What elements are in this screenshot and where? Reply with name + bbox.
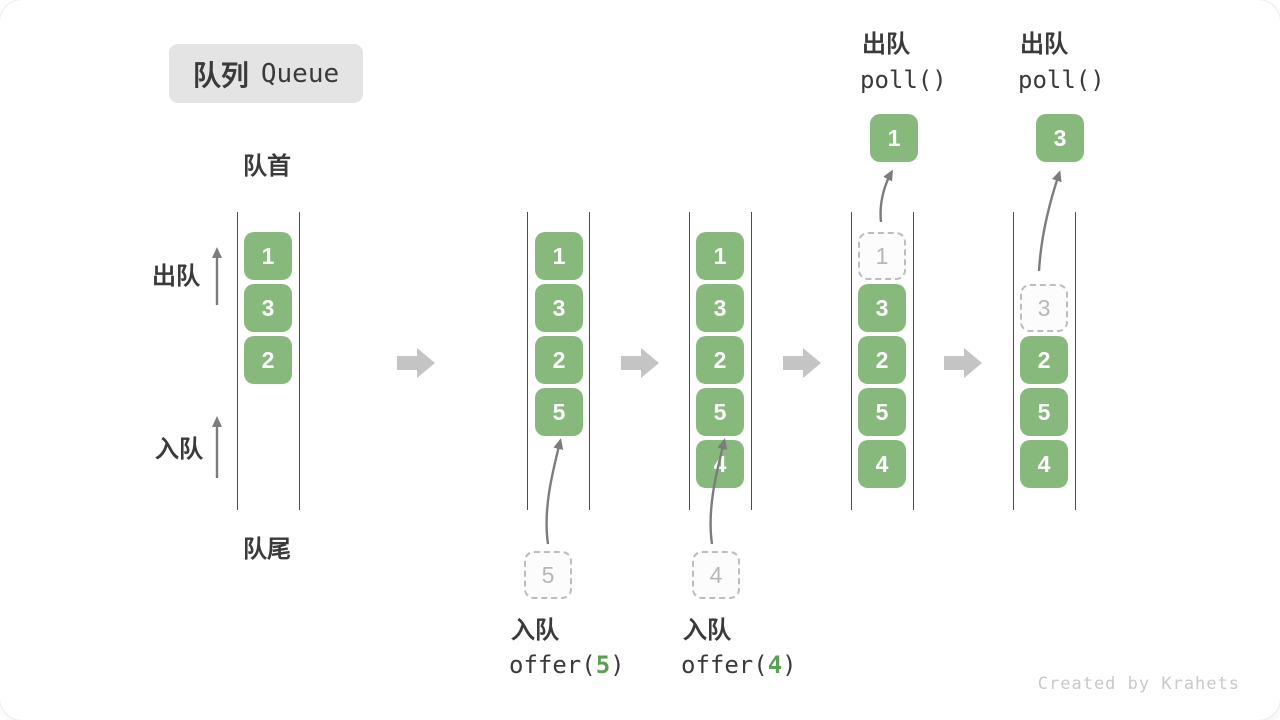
state-transition-arrow-icon — [397, 348, 435, 378]
queue-element: 4 — [1020, 440, 1068, 488]
queue-element: 5 — [696, 388, 744, 436]
removed-element-ghost: 1 — [858, 232, 906, 280]
queue-element: 2 — [1020, 336, 1068, 384]
code-arg: 5 — [595, 651, 611, 679]
queue-element: 3 — [244, 284, 292, 332]
op-dequeue-label: 出队 — [862, 31, 910, 58]
queue-column-4 — [851, 212, 914, 510]
polled-element: 1 — [870, 114, 918, 162]
code-fn: offer( — [509, 651, 596, 679]
queue-element: 3 — [858, 284, 906, 332]
state-transition-arrow-icon — [783, 348, 821, 378]
op-enqueue-code: offer(4) — [681, 653, 797, 677]
dequeue-flow-arrow-icon — [1037, 170, 1062, 272]
incoming-element-ghost: 4 — [692, 551, 740, 599]
queue-element: 5 — [858, 388, 906, 436]
state-transition-arrow-icon — [944, 348, 982, 378]
op-enqueue-label: 入队 — [511, 617, 559, 644]
code-fn: offer( — [681, 651, 768, 679]
queue-column-5 — [1013, 212, 1076, 510]
title-en: Queue — [260, 58, 340, 89]
queue-element: 1 — [696, 232, 744, 280]
queue-column-1 — [237, 212, 300, 510]
op-dequeue-label: 出队 — [1020, 31, 1068, 58]
queue-element: 4 — [858, 440, 906, 488]
enqueue-up-arrow-icon — [212, 416, 222, 478]
queue-element: 1 — [244, 232, 292, 280]
incoming-element-ghost: 5 — [524, 551, 572, 599]
op-dequeue-code: poll() — [860, 66, 947, 94]
queue-element: 3 — [696, 284, 744, 332]
queue-column-3 — [689, 212, 752, 510]
code-close: ) — [782, 651, 797, 679]
op-dequeue-code: poll() — [1018, 66, 1105, 94]
state-transition-arrow-icon — [621, 348, 659, 378]
label-queue-front: 队首 — [243, 153, 291, 180]
queue-element: 1 — [535, 232, 583, 280]
enqueue-flow-arrow-icon — [545, 438, 564, 545]
code-arg: 4 — [767, 651, 783, 679]
enqueue-flow-arrow-icon — [709, 438, 728, 545]
polled-element: 3 — [1036, 114, 1084, 162]
code-close: ) — [610, 651, 625, 679]
title-box: 队列 Queue — [169, 44, 363, 103]
queue-element: 2 — [535, 336, 583, 384]
removed-element-ghost: 3 — [1020, 284, 1068, 332]
queue-element: 2 — [858, 336, 906, 384]
title-zh: 队列 — [192, 59, 249, 91]
label-queue-rear: 队尾 — [243, 536, 291, 563]
watermark: Created by Krahets — [1037, 674, 1240, 694]
label-side-enqueue: 入队 — [155, 436, 203, 463]
dequeue-up-arrow-icon — [212, 247, 222, 305]
op-enqueue-code: offer(5) — [509, 653, 625, 677]
dequeue-flow-arrow-icon — [879, 169, 893, 223]
queue-element: 2 — [696, 336, 744, 384]
queue-element: 5 — [535, 388, 583, 436]
label-side-dequeue: 出队 — [152, 263, 200, 290]
queue-element: 2 — [244, 336, 292, 384]
queue-element: 3 — [535, 284, 583, 332]
queue-column-2 — [527, 212, 590, 510]
queue-element: 5 — [1020, 388, 1068, 436]
op-enqueue-label: 入队 — [683, 617, 731, 644]
